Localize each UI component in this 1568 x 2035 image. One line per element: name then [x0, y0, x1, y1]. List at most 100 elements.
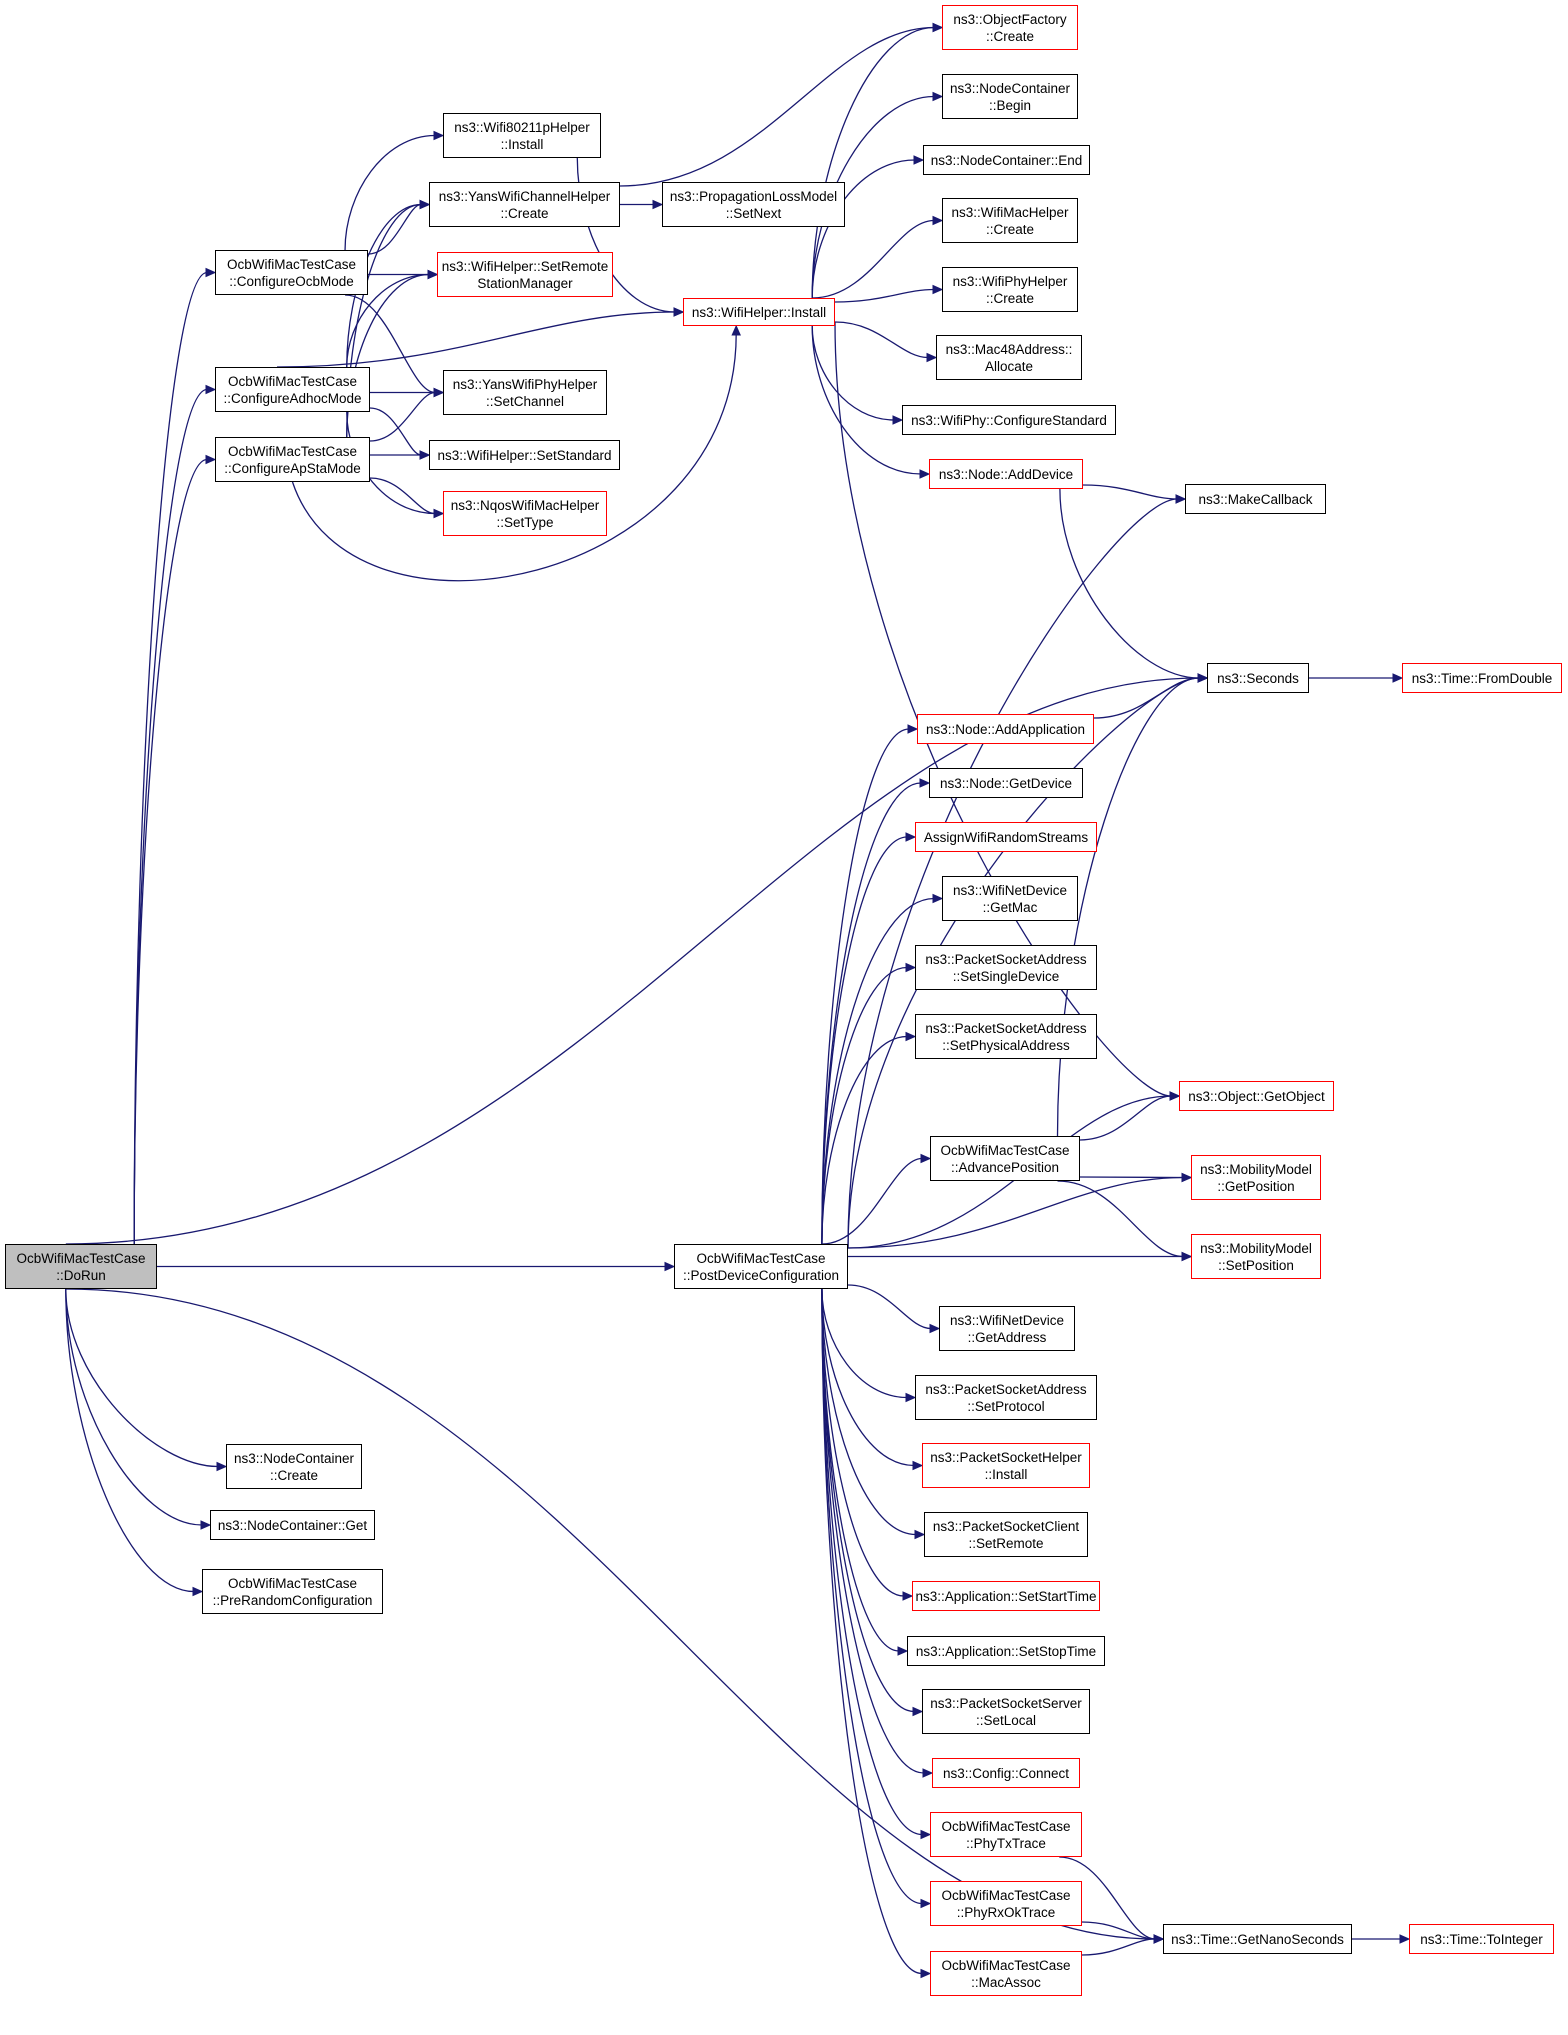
node-label-line1: ns3::Node::GetDevice: [939, 775, 1073, 791]
node-label-line1: ns3::Time::ToInteger: [1420, 1931, 1543, 1947]
edge-adv-pos-to-seconds: [1056, 677, 1200, 1137]
node-wifi-install[interactable]: ns3::WifiHelper::Install: [683, 298, 835, 326]
node-add-app[interactable]: ns3::Node::AddApplication: [917, 714, 1094, 744]
edge-dorun-to-nc-get: [65, 1288, 203, 1526]
node-nc-end[interactable]: ns3::NodeContainer::End: [923, 145, 1090, 175]
node-phy-rx[interactable]: OcbWifiMacTestCase::PhyRxOkTrace: [930, 1881, 1082, 1926]
node-obj-factory[interactable]: ns3::ObjectFactory::Create: [942, 5, 1078, 50]
node-label-line2: ::ConfigureApStaMode: [224, 460, 361, 476]
node-get-mac[interactable]: ns3::WifiNetDevice::GetMac: [942, 876, 1078, 921]
node-yans-chan[interactable]: ns3::YansWifiChannelHelper::Create: [429, 182, 620, 227]
edge-add-device-to-seconds: [1059, 488, 1200, 679]
arrowhead: [205, 454, 217, 465]
node-app-stop[interactable]: ns3::Application::SetStopTime: [907, 1636, 1105, 1666]
node-label-line1: OcbWifiMacTestCase: [226, 256, 357, 272]
node-cfg-std[interactable]: ns3::WifiPhy::ConfigureStandard: [902, 405, 1116, 435]
node-cfg-ocb[interactable]: OcbWifiMacTestCase::ConfigureOcbMode: [215, 250, 368, 295]
node-pss-local[interactable]: ns3::PacketSocketServer::SetLocal: [922, 1689, 1090, 1734]
arrowhead: [932, 22, 944, 33]
node-psc-remote[interactable]: ns3::PacketSocketClient::SetRemote: [924, 1512, 1088, 1557]
node-get-addr[interactable]: ns3::WifiNetDevice::GetAddress: [939, 1306, 1075, 1351]
node-label-line1: ns3::MobilityModel: [1200, 1240, 1312, 1256]
node-yans-phy[interactable]: ns3::YansWifiPhyHelper::SetChannel: [443, 370, 607, 415]
edge-add-device-to-make-cb: [1082, 484, 1178, 500]
arrowhead: [1399, 1934, 1411, 1944]
node-phy-tx[interactable]: OcbWifiMacTestCase::PhyTxTrace: [930, 1812, 1082, 1857]
edge-dorun-to-nc-create: [65, 1288, 219, 1468]
edge-wifi-install-to-nc-end: [811, 159, 916, 299]
node-get-nano[interactable]: ns3::Time::GetNanoSeconds: [1163, 1924, 1352, 1954]
arrowhead: [1169, 1091, 1181, 1101]
node-adv-pos[interactable]: OcbWifiMacTestCase::AdvancePosition: [930, 1136, 1080, 1181]
node-mac-assoc[interactable]: OcbWifiMacTestCase::MacAssoc: [930, 1951, 1082, 1996]
node-from-double[interactable]: ns3::Time::FromDouble: [1402, 663, 1562, 693]
node-nqos[interactable]: ns3::NqosWifiMacHelper::SetType: [443, 491, 607, 536]
node-mob-set[interactable]: ns3::MobilityModel::SetPosition: [1191, 1234, 1321, 1279]
node-label-line2: ::SetPosition: [1218, 1257, 1294, 1273]
arrowhead: [664, 1261, 676, 1272]
node-label-line1: ns3::PacketSocketAddress: [925, 1381, 1087, 1397]
arrowhead: [1392, 673, 1404, 683]
node-mob-get[interactable]: ns3::MobilityModel::GetPosition: [1191, 1155, 1321, 1200]
node-get-device[interactable]: ns3::Node::GetDevice: [929, 768, 1083, 798]
node-prop-loss[interactable]: ns3::PropagationLossModel::SetNext: [662, 182, 845, 227]
node-to-integer[interactable]: ns3::Time::ToInteger: [1409, 1924, 1554, 1954]
arrowhead: [731, 324, 741, 336]
arrowhead: [920, 1153, 932, 1164]
arrowhead: [1153, 1934, 1165, 1944]
arrowhead: [673, 307, 685, 317]
node-nc-create[interactable]: ns3::NodeContainer::Create: [226, 1444, 362, 1489]
node-label-line1: ns3::Application::SetStartTime: [915, 1588, 1097, 1604]
node-cfg-adhoc[interactable]: OcbWifiMacTestCase::ConfigureAdhocMode: [215, 367, 370, 412]
node-psa-single[interactable]: ns3::PacketSocketAddress::SetSingleDevic…: [915, 945, 1097, 990]
node-label-line2: ::Install: [984, 1466, 1028, 1482]
node-post-cfg[interactable]: OcbWifiMacTestCase::PostDeviceConfigurat…: [674, 1244, 848, 1289]
edge-post-cfg-to-psh-install: [821, 1288, 915, 1467]
node-cfg-connect[interactable]: ns3::Config::Connect: [932, 1758, 1080, 1788]
node-app-start[interactable]: ns3::Application::SetStartTime: [912, 1581, 1100, 1611]
node-nc-get[interactable]: ns3::NodeContainer::Get: [210, 1510, 375, 1540]
node-label-line1: ns3::ObjectFactory: [953, 11, 1067, 27]
node-get-object[interactable]: ns3::Object::GetObject: [1179, 1081, 1334, 1111]
arrowhead: [905, 832, 917, 842]
edge-post-cfg-to-mac-assoc: [821, 1288, 923, 1975]
node-cfg-apsta[interactable]: OcbWifiMacTestCase::ConfigureApStaMode: [215, 437, 370, 482]
arrowhead: [913, 155, 925, 165]
node-label-line1: ns3::NodeContainer: [233, 1450, 355, 1466]
arrowhead: [892, 415, 904, 425]
edge-cfg-adhoc-to-yans-chan: [346, 203, 422, 368]
arrowhead: [205, 384, 217, 395]
node-mac48[interactable]: ns3::Mac48Address::Allocate: [936, 335, 1082, 380]
node-make-cb[interactable]: ns3::MakeCallback: [1185, 484, 1326, 514]
node-assign-streams[interactable]: AssignWifiRandomStreams: [915, 822, 1097, 852]
node-add-device[interactable]: ns3::Node::AddDevice: [929, 459, 1083, 489]
arrowhead: [200, 1520, 212, 1530]
arrowhead: [929, 1323, 941, 1334]
arrowhead: [419, 450, 431, 460]
node-prerandom[interactable]: OcbWifiMacTestCase::PreRandomConfigurati…: [202, 1569, 383, 1614]
edge-wifi-install-to-mac48: [834, 321, 929, 359]
node-set-standard[interactable]: ns3::WifiHelper::SetStandard: [429, 440, 620, 470]
node-phy-helper[interactable]: ns3::WifiPhyHelper::Create: [942, 267, 1078, 312]
node-w80211p[interactable]: ns3::Wifi80211pHelper::Install: [443, 113, 601, 158]
arrowhead: [1197, 673, 1209, 683]
node-label-line2: ::GetMac: [982, 899, 1038, 915]
node-label-line1: ns3::Seconds: [1217, 670, 1299, 686]
arrowhead: [433, 130, 445, 141]
node-label-line1: OcbWifiMacTestCase: [696, 1250, 826, 1266]
arrowhead: [907, 724, 919, 734]
edge-adv-pos-to-get-object: [1079, 1095, 1172, 1141]
node-label-line2: ::ConfigureOcbMode: [229, 273, 354, 289]
edge-post-cfg-to-add-app: [821, 728, 910, 1245]
node-mac-helper[interactable]: ns3::WifiMacHelper::Create: [942, 198, 1078, 243]
node-seconds[interactable]: ns3::Seconds: [1207, 663, 1309, 693]
arrowhead: [932, 215, 944, 226]
edge-post-cfg-to-get-device: [821, 782, 922, 1245]
arrowhead: [914, 1529, 926, 1540]
node-psa-proto[interactable]: ns3::PacketSocketAddress::SetProtocol: [915, 1375, 1097, 1420]
node-label-line2: ::Create: [500, 205, 549, 221]
node-nc-begin[interactable]: ns3::NodeContainer::Begin: [942, 74, 1078, 119]
node-psh-install[interactable]: ns3::PacketSocketHelper::Install: [922, 1443, 1090, 1488]
node-psa-phys[interactable]: ns3::PacketSocketAddress::SetPhysicalAdd…: [915, 1014, 1097, 1059]
